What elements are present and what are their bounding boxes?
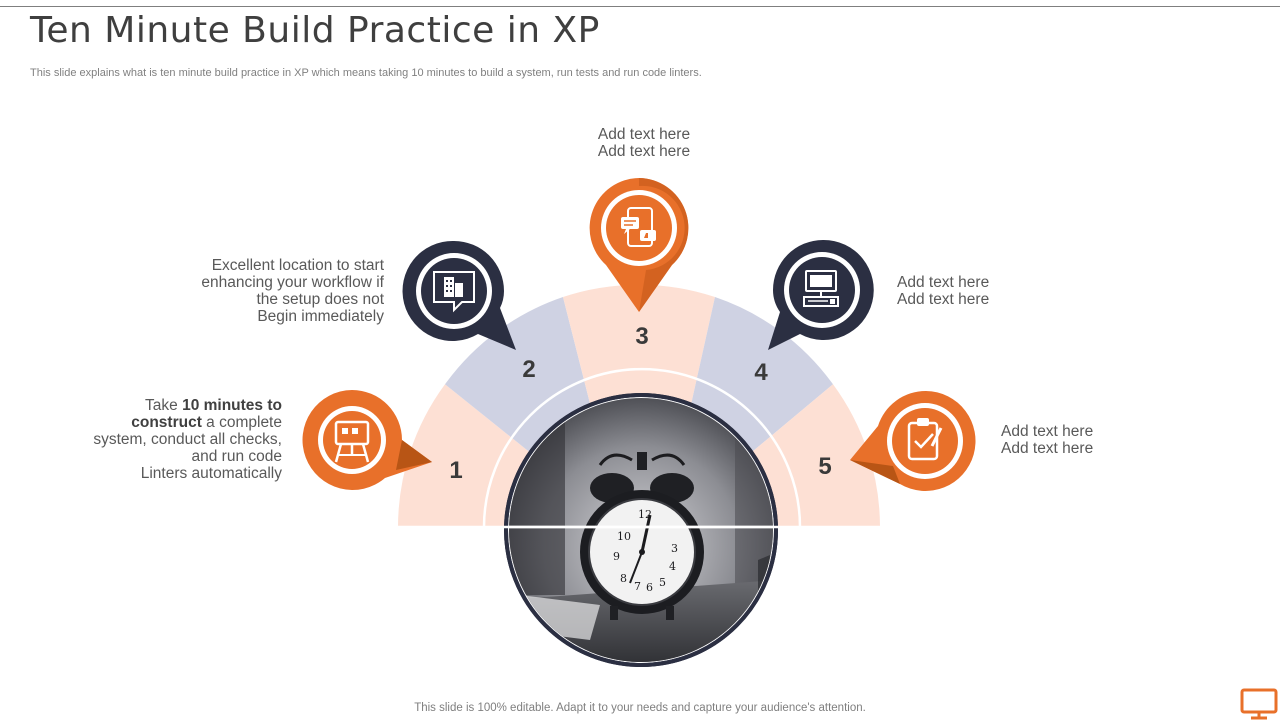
segment-1 bbox=[398, 384, 547, 527]
step-4-number: 4 bbox=[754, 359, 768, 386]
step-4-pin bbox=[768, 239, 874, 350]
step-3-pin bbox=[589, 178, 689, 312]
svg-text:12: 12 bbox=[638, 508, 652, 521]
step-2-pin bbox=[402, 240, 516, 350]
step-2-note: Excellent location to start enhancing yo… bbox=[201, 257, 384, 325]
step-5-pin bbox=[850, 390, 976, 491]
step-5-note: Add text here Add text here bbox=[1001, 423, 1094, 457]
svg-text:10: 10 bbox=[617, 530, 631, 543]
step-1-pin bbox=[302, 390, 432, 490]
building-icon bbox=[433, 271, 475, 313]
page-title: Ten Minute Build Practice in XP bbox=[30, 10, 600, 51]
clipboard-check-icon bbox=[907, 418, 943, 461]
step-1-note: Take 10 minutes to construct a complete … bbox=[93, 397, 282, 482]
easel-icon bbox=[334, 420, 370, 463]
svg-text:8: 8 bbox=[620, 572, 627, 585]
computer-icon bbox=[803, 270, 839, 307]
top-rule bbox=[0, 6, 1280, 7]
step-4-note: Add text here Add text here bbox=[897, 274, 990, 308]
step-5-number: 5 bbox=[818, 453, 831, 480]
svg-text:9: 9 bbox=[613, 550, 620, 563]
step-1-number: 1 bbox=[449, 457, 462, 484]
monitor-icon bbox=[1240, 688, 1278, 720]
step-2-number: 2 bbox=[522, 356, 535, 383]
step-3-note: Add text here Add text here bbox=[597, 126, 691, 160]
svg-text:4: 4 bbox=[669, 560, 676, 573]
svg-text:6: 6 bbox=[646, 581, 653, 594]
footer-note: This slide is 100% editable. Adapt it to… bbox=[414, 702, 866, 714]
svg-text:3: 3 bbox=[671, 542, 678, 555]
chat-phone-icon bbox=[621, 207, 656, 247]
step-3-number: 3 bbox=[635, 323, 648, 350]
svg-text:7: 7 bbox=[634, 580, 641, 593]
inner-arc bbox=[482, 367, 802, 528]
svg-text:5: 5 bbox=[659, 576, 666, 589]
alarm-clock-photo: 12 10 9 8 7 6 5 4 3 bbox=[504, 393, 778, 667]
page-subtitle: This slide explains what is ten minute b… bbox=[30, 67, 702, 79]
segment-3 bbox=[563, 284, 715, 428]
